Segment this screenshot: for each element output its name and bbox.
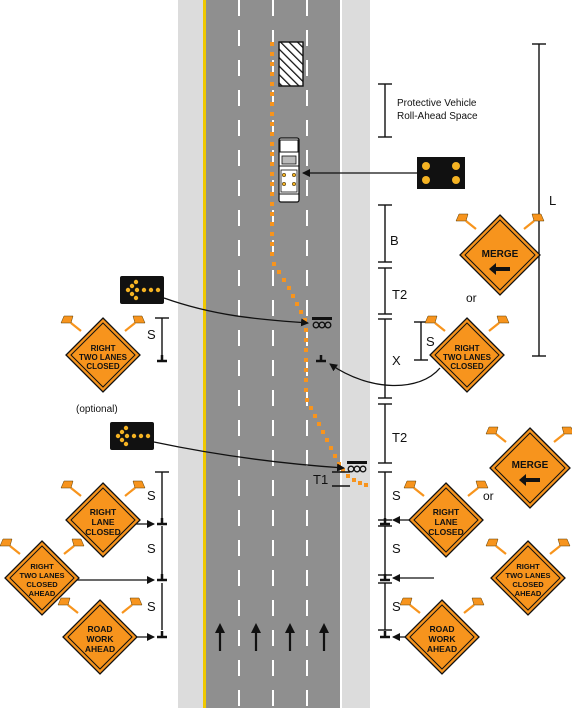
svg-text:TWO LANES: TWO LANES [443, 353, 492, 362]
svg-text:TWO LANES: TWO LANES [79, 353, 128, 362]
svg-text:TWO LANES: TWO LANES [20, 571, 65, 580]
protective-vehicle-label-line1: Protective Vehicle [397, 98, 477, 109]
arrow-board-upper-road [312, 317, 332, 329]
dim-S-left-1: S [147, 488, 156, 503]
dim-T1: T1 [313, 472, 328, 487]
svg-text:RIGHT: RIGHT [516, 562, 540, 571]
arrow-board-left-icon [110, 422, 154, 450]
svg-text:RIGHT: RIGHT [455, 344, 480, 353]
right-lane-closed-sign-right: RIGHT LANE CLOSED [402, 479, 490, 558]
svg-text:CLOSED: CLOSED [85, 527, 120, 537]
dim-B: B [390, 233, 399, 248]
right-lane-closed-sign-left: RIGHT LANE CLOSED [59, 479, 147, 558]
svg-text:RIGHT: RIGHT [433, 507, 460, 517]
svg-text:TWO LANES: TWO LANES [506, 571, 551, 580]
right-two-lanes-leader [329, 363, 441, 387]
right-shoulder [342, 0, 370, 708]
dim-S-left-mid: S [147, 327, 156, 342]
arrow-board-lower-road [347, 461, 367, 473]
arrow-board-leader-lower [153, 441, 345, 472]
svg-text:MERGE: MERGE [512, 460, 549, 471]
optional-label: (optional) [76, 404, 118, 415]
right-two-lanes-closed-sign-left: RIGHT TWO LANES CLOSED [59, 314, 147, 393]
four-light-panel-icon [417, 157, 465, 189]
merge-arrow-left-icon [519, 474, 540, 486]
svg-text:CLOSED: CLOSED [450, 362, 484, 371]
svg-text:WORK: WORK [429, 634, 457, 644]
arrow-board-left-icon [120, 276, 164, 304]
left-dimension-lines [155, 317, 169, 630]
right-dimension-lines [332, 43, 546, 631]
arrow-board-leader-upper [163, 297, 309, 327]
right-two-lanes-closed-ahead-sign-right: RIGHT TWO LANES CLOSED AHEAD [484, 537, 572, 616]
or-upper: or [466, 291, 477, 305]
svg-text:ROAD: ROAD [429, 624, 454, 634]
roadway [178, 0, 370, 708]
svg-text:AHEAD: AHEAD [515, 589, 542, 598]
travel-lanes [204, 0, 342, 708]
dim-X: X [392, 353, 401, 368]
right-two-lanes-closed-sign-right: RIGHT TWO LANES CLOSED [423, 314, 511, 393]
svg-text:ROAD: ROAD [87, 624, 112, 634]
left-shoulder [178, 0, 204, 708]
road-work-ahead-sign-left: ROAD WORK AHEAD [56, 596, 144, 675]
svg-text:AHEAD: AHEAD [29, 589, 56, 598]
merge-sign-lower: MERGE [484, 425, 572, 509]
merge-sign-upper: MERGE [454, 212, 546, 296]
svg-text:CLOSED: CLOSED [512, 580, 544, 589]
dim-S-right-mid: S [426, 334, 435, 349]
svg-text:RIGHT: RIGHT [90, 507, 117, 517]
svg-text:CLOSED: CLOSED [26, 580, 58, 589]
dim-T2-lower: T2 [392, 430, 407, 445]
dim-S-left-2: S [147, 541, 156, 556]
svg-text:WORK: WORK [87, 634, 115, 644]
dim-S-right-1: S [392, 488, 401, 503]
dimension-labels: B L T2 X S T2 T1 S S S S S S S [147, 193, 556, 614]
protective-truck-icon [278, 137, 300, 203]
or-lower: or [483, 489, 494, 503]
svg-text:CLOSED: CLOSED [428, 527, 463, 537]
dim-S-left-3: S [147, 599, 156, 614]
protective-vehicle-label-line2: Roll-Ahead Space [397, 111, 478, 122]
svg-text:AHEAD: AHEAD [427, 644, 457, 654]
dim-S-right-3: S [392, 599, 401, 614]
svg-text:MERGE: MERGE [482, 249, 519, 260]
svg-text:LANE: LANE [434, 517, 457, 527]
dim-T2-upper: T2 [392, 287, 407, 302]
svg-text:AHEAD: AHEAD [85, 644, 115, 654]
merge-arrow-left-icon [489, 263, 510, 275]
dim-L: L [549, 193, 556, 208]
work-area-hatch-icon [278, 41, 304, 87]
dim-S-right-2: S [392, 541, 401, 556]
right-two-lanes-closed-ahead-sign-left: RIGHT TWO LANES CLOSED AHEAD [0, 537, 86, 616]
svg-text:RIGHT: RIGHT [91, 344, 116, 353]
svg-text:LANE: LANE [91, 517, 114, 527]
svg-text:RIGHT: RIGHT [30, 562, 54, 571]
road-work-ahead-sign-right: ROAD WORK AHEAD [398, 596, 486, 675]
svg-text:CLOSED: CLOSED [86, 362, 120, 371]
